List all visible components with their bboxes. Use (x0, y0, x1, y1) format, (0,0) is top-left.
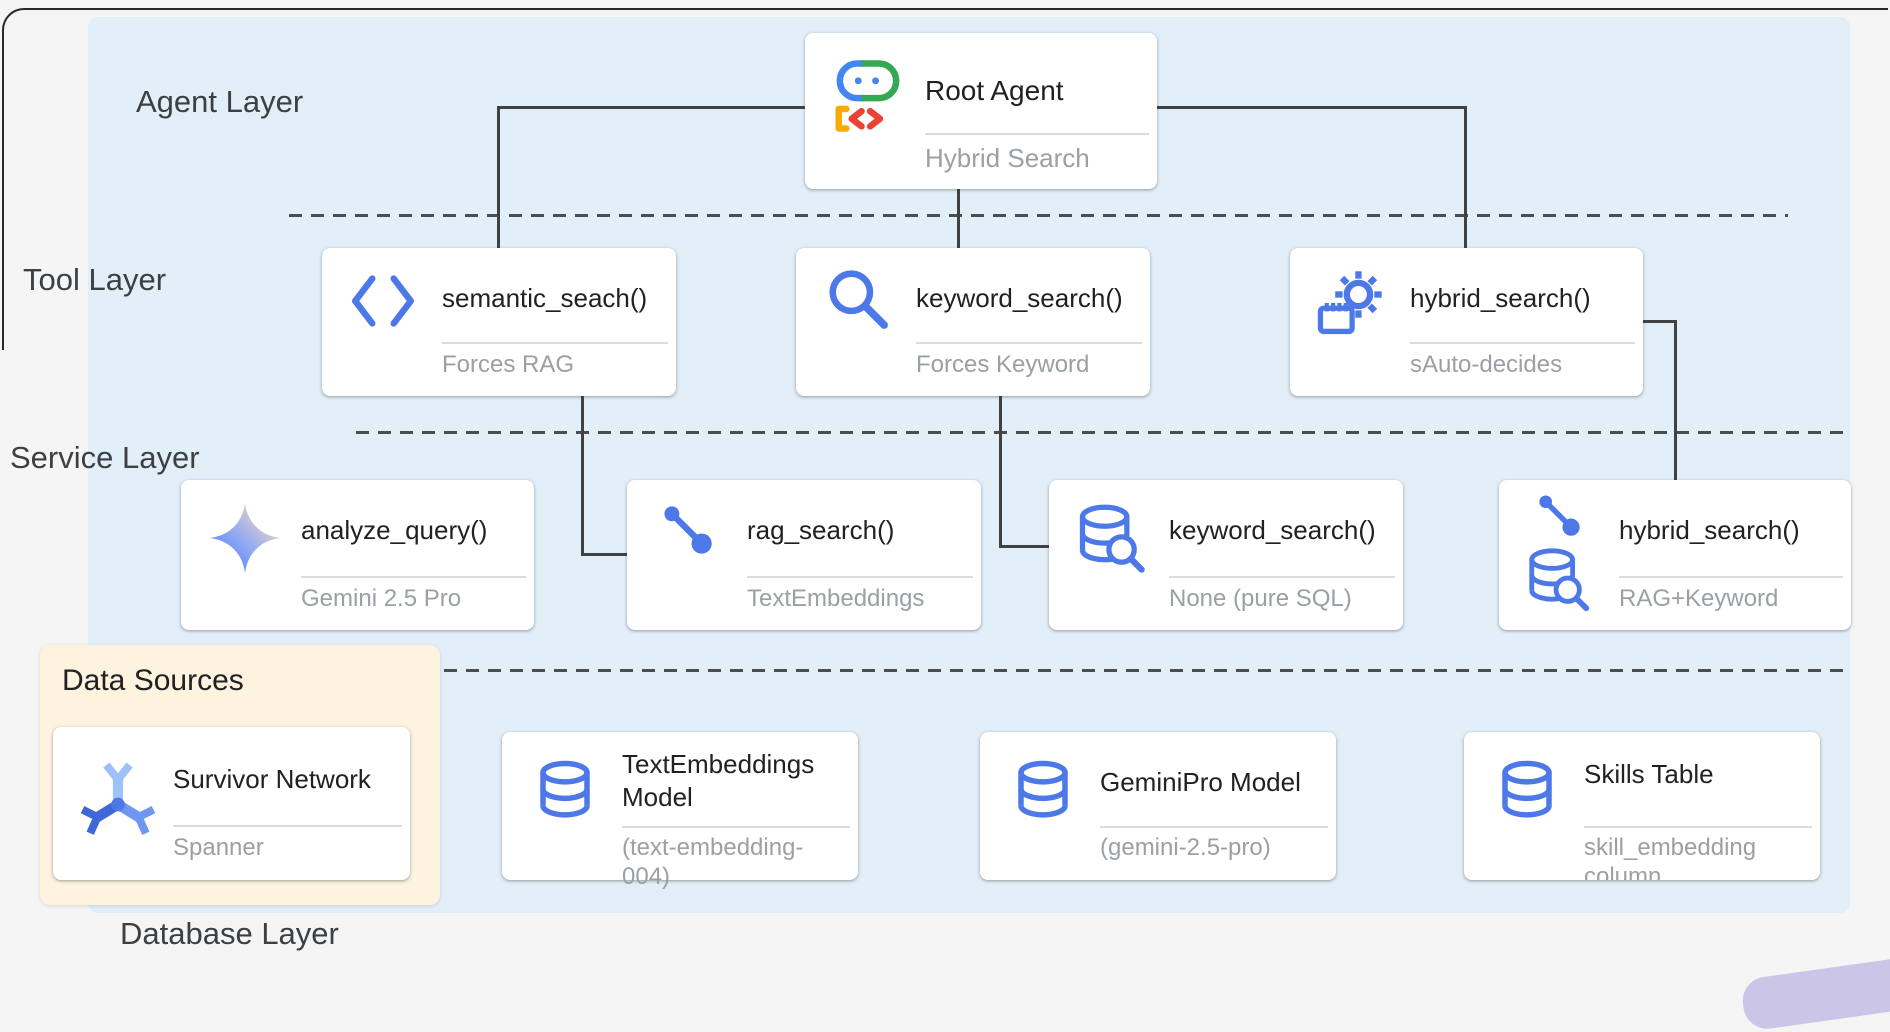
connector-line (497, 106, 805, 109)
layer-label-agent: Agent Layer (136, 84, 304, 119)
database-icon (1494, 758, 1560, 824)
search-icon (824, 266, 894, 336)
card-title: Survivor Network (173, 764, 371, 794)
tool-semantic-search-card[interactable]: semantic_seach() Forces RAG (322, 248, 676, 396)
corner-decoration (1739, 944, 1890, 1032)
connector-line (497, 106, 500, 248)
card-subtitle: Forces Keyword (916, 351, 1090, 378)
card-divider (1584, 826, 1812, 828)
card-title: GeminiPro Model (1100, 767, 1301, 797)
card-title: TextEmbeddings Model (622, 749, 815, 812)
data-sources-label: Data Sources (62, 664, 244, 697)
connector-line (1464, 106, 1467, 248)
card-divider (1169, 576, 1395, 578)
card-subtitle: Hybrid Search (925, 143, 1090, 173)
connector-line (581, 553, 627, 556)
card-subtitle: Forces RAG (442, 351, 575, 378)
layer-label-service: Service Layer (10, 440, 200, 475)
connector-line (999, 545, 1049, 548)
vector-link-icon (1533, 490, 1591, 548)
card-divider (916, 342, 1142, 344)
card-divider (1619, 576, 1843, 578)
agent-tool-separator (289, 214, 1788, 217)
card-title: keyword_search() (916, 283, 1123, 313)
service-database-separator (444, 669, 1850, 672)
vector-link-icon (657, 500, 725, 568)
database-icon (532, 758, 598, 824)
db-geminipro-model-card[interactable]: GeminiPro Model (gemini-2.5-pro) (980, 732, 1336, 880)
tool-service-separator (356, 431, 1850, 434)
card-subtitle: sAuto-decides (1410, 351, 1563, 378)
card-divider (301, 576, 526, 578)
connector-line (1674, 320, 1677, 480)
card-title: Root Agent (925, 75, 1064, 106)
card-subtitle: TextEmbeddings (747, 585, 925, 612)
tool-hybrid-search-card[interactable]: hybrid_search() sAuto-decides (1290, 248, 1643, 396)
card-divider (1100, 826, 1328, 828)
spanner-icon (77, 759, 159, 841)
card-subtitle: skill_embedding column (1584, 834, 1757, 880)
connector-line (999, 396, 1002, 548)
db-skills-table-card[interactable]: Skills Table skill_embedding column (1464, 732, 1820, 880)
adk-robot-icon (829, 57, 907, 135)
db-textembeddings-model-card[interactable]: TextEmbeddings Model (text-embedding-004… (502, 732, 858, 890)
database-icon (1010, 758, 1076, 824)
connector-line (581, 396, 584, 556)
card-title: keyword_search() (1169, 515, 1376, 545)
card-divider (747, 576, 973, 578)
survivor-network-card[interactable]: Survivor Network Spanner (53, 727, 410, 880)
canvas-frame-corner (2, 8, 1888, 350)
gear-build-icon (1312, 266, 1388, 342)
card-subtitle: (text-embedding-004) (622, 834, 804, 890)
database-search-icon (1523, 546, 1593, 616)
card-title: analyze_query() (301, 515, 488, 545)
card-divider (442, 342, 668, 344)
card-title: hybrid_search() (1619, 515, 1800, 545)
card-subtitle: Gemini 2.5 Pro (301, 585, 462, 612)
card-title: rag_search() (747, 515, 895, 545)
card-subtitle: None (pure SQL) (1169, 585, 1352, 612)
card-title: hybrid_search() (1410, 283, 1591, 313)
connector-line (1643, 320, 1677, 323)
card-divider (1410, 342, 1635, 344)
card-divider (622, 826, 850, 828)
service-keyword-search-card[interactable]: keyword_search() None (pure SQL) (1049, 480, 1403, 630)
tool-keyword-search-card[interactable]: keyword_search() Forces Keyword (796, 248, 1150, 396)
database-search-icon (1073, 502, 1149, 578)
root-agent-card[interactable]: Root Agent Hybrid Search (805, 33, 1157, 189)
card-subtitle: Spanner (173, 834, 264, 861)
service-rag-search-card[interactable]: rag_search() TextEmbeddings (627, 480, 981, 630)
card-subtitle: (gemini-2.5-pro) (1100, 834, 1271, 861)
connector-line (1157, 106, 1467, 109)
service-analyze-query-card[interactable]: analyze_query() Gemini 2.5 Pro (181, 480, 534, 630)
card-divider (925, 133, 1149, 135)
code-brackets-icon (344, 270, 422, 332)
card-title: Skills Table (1584, 759, 1714, 789)
service-hybrid-search-card[interactable]: hybrid_search() RAG+Keyword (1499, 480, 1851, 630)
connector-line (957, 188, 960, 248)
card-divider (173, 825, 402, 827)
layer-label-tool: Tool Layer (23, 262, 167, 297)
card-subtitle: RAG+Keyword (1619, 585, 1779, 612)
card-title: semantic_seach() (442, 283, 648, 313)
layer-label-database: Database Layer (120, 916, 339, 951)
gemini-sparkle-icon (207, 500, 283, 576)
